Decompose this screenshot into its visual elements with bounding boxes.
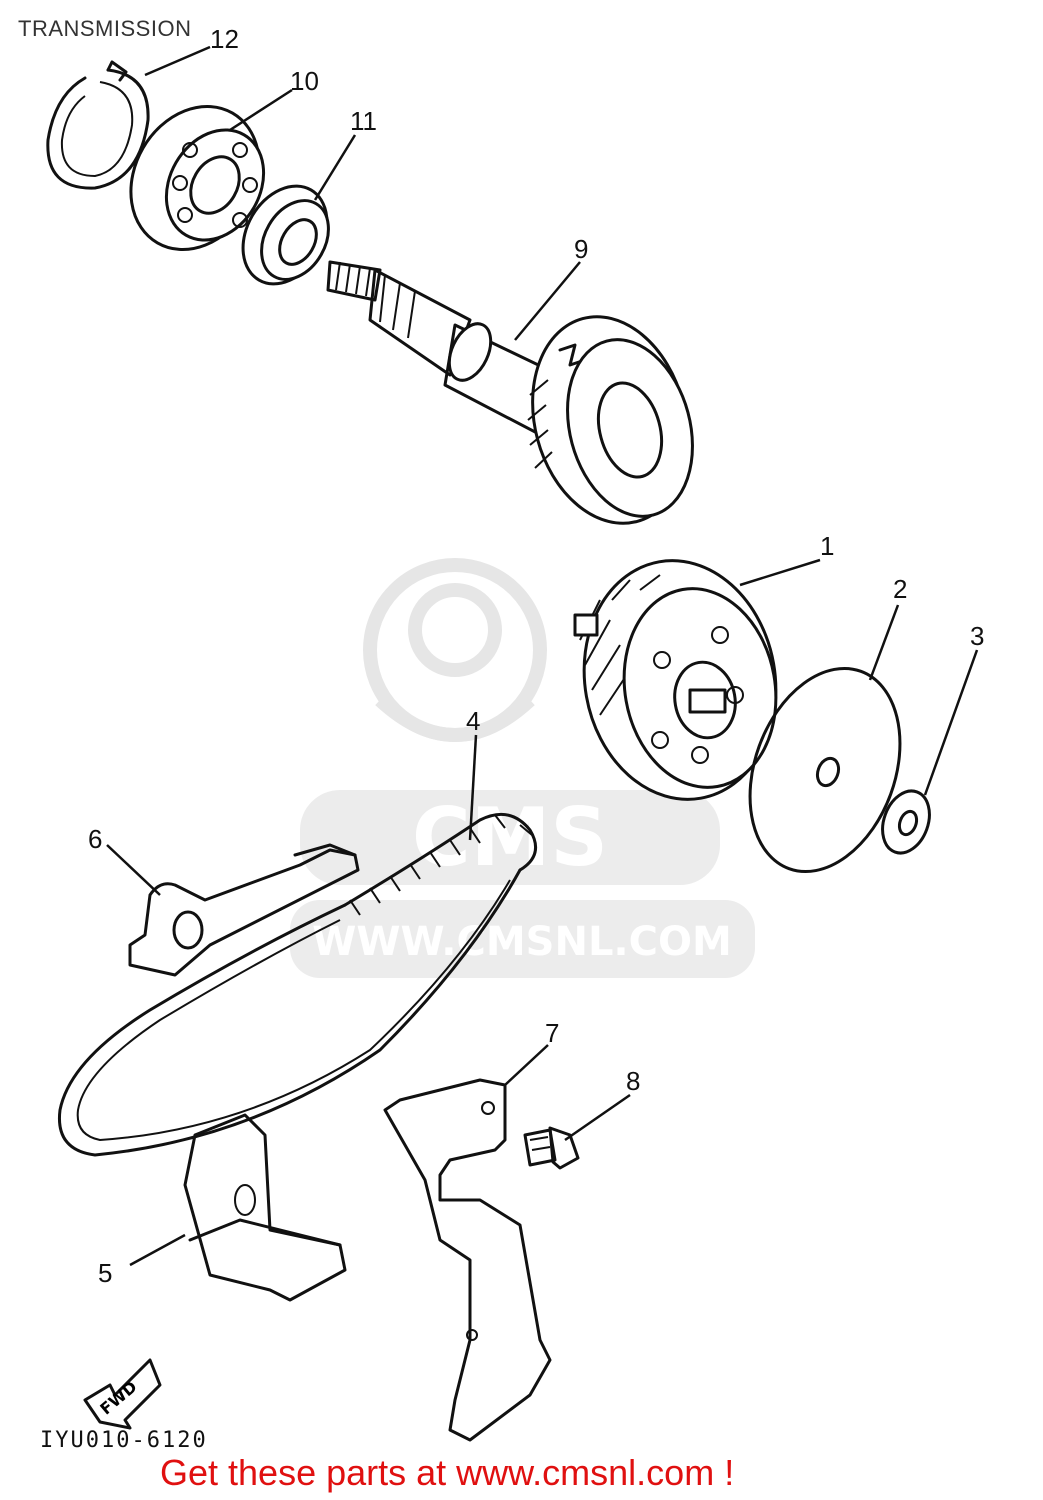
part-10-bearing[interactable] — [106, 83, 285, 273]
callout-labels: 1 2 3 4 5 6 7 8 9 10 11 12 — [88, 24, 984, 1288]
part-5-tensioner[interactable] — [183, 1113, 347, 1302]
callout-8: 8 — [626, 1066, 640, 1096]
part-11-oil-seal[interactable] — [226, 171, 344, 299]
part-8-bolt[interactable] — [523, 1126, 580, 1170]
callout-9: 9 — [574, 234, 588, 264]
part-7-bracket[interactable] — [383, 1078, 552, 1442]
cms-watermark: CMS WWW.CMSNL.COM — [290, 558, 755, 978]
callout-1: 1 — [820, 531, 834, 561]
callout-11: 11 — [350, 106, 377, 136]
callout-6: 6 — [88, 824, 102, 854]
leader-lines — [106, 45, 979, 1267]
part-1-driven-gear[interactable] — [566, 545, 795, 814]
watermark-brand: CMS — [412, 791, 608, 884]
part-2-plate[interactable] — [723, 647, 926, 892]
part-9-shaft-gear[interactable] — [326, 260, 711, 541]
promo-link[interactable]: Get these parts at www.cmsnl.com ! — [160, 1452, 735, 1493]
watermark-url: WWW.CMSNL.COM — [312, 919, 732, 965]
part-6-chain-guide[interactable] — [128, 843, 360, 977]
part-3-washer[interactable] — [874, 784, 937, 859]
fwd-arrow-icon: FWD — [83, 1358, 162, 1430]
callout-3: 3 — [970, 621, 984, 651]
callout-4: 4 — [466, 706, 480, 736]
page-title: TRANSMISSION — [18, 16, 192, 41]
callout-5: 5 — [98, 1258, 112, 1288]
callout-10: 10 — [290, 66, 319, 96]
part-12-circlip[interactable] — [46, 60, 150, 190]
part-4-chain[interactable] — [57, 812, 538, 1157]
callout-7: 7 — [545, 1018, 559, 1048]
callout-2: 2 — [893, 574, 907, 604]
callout-12: 12 — [210, 24, 239, 54]
drawing-code: IYU010-6120 — [40, 1428, 208, 1453]
